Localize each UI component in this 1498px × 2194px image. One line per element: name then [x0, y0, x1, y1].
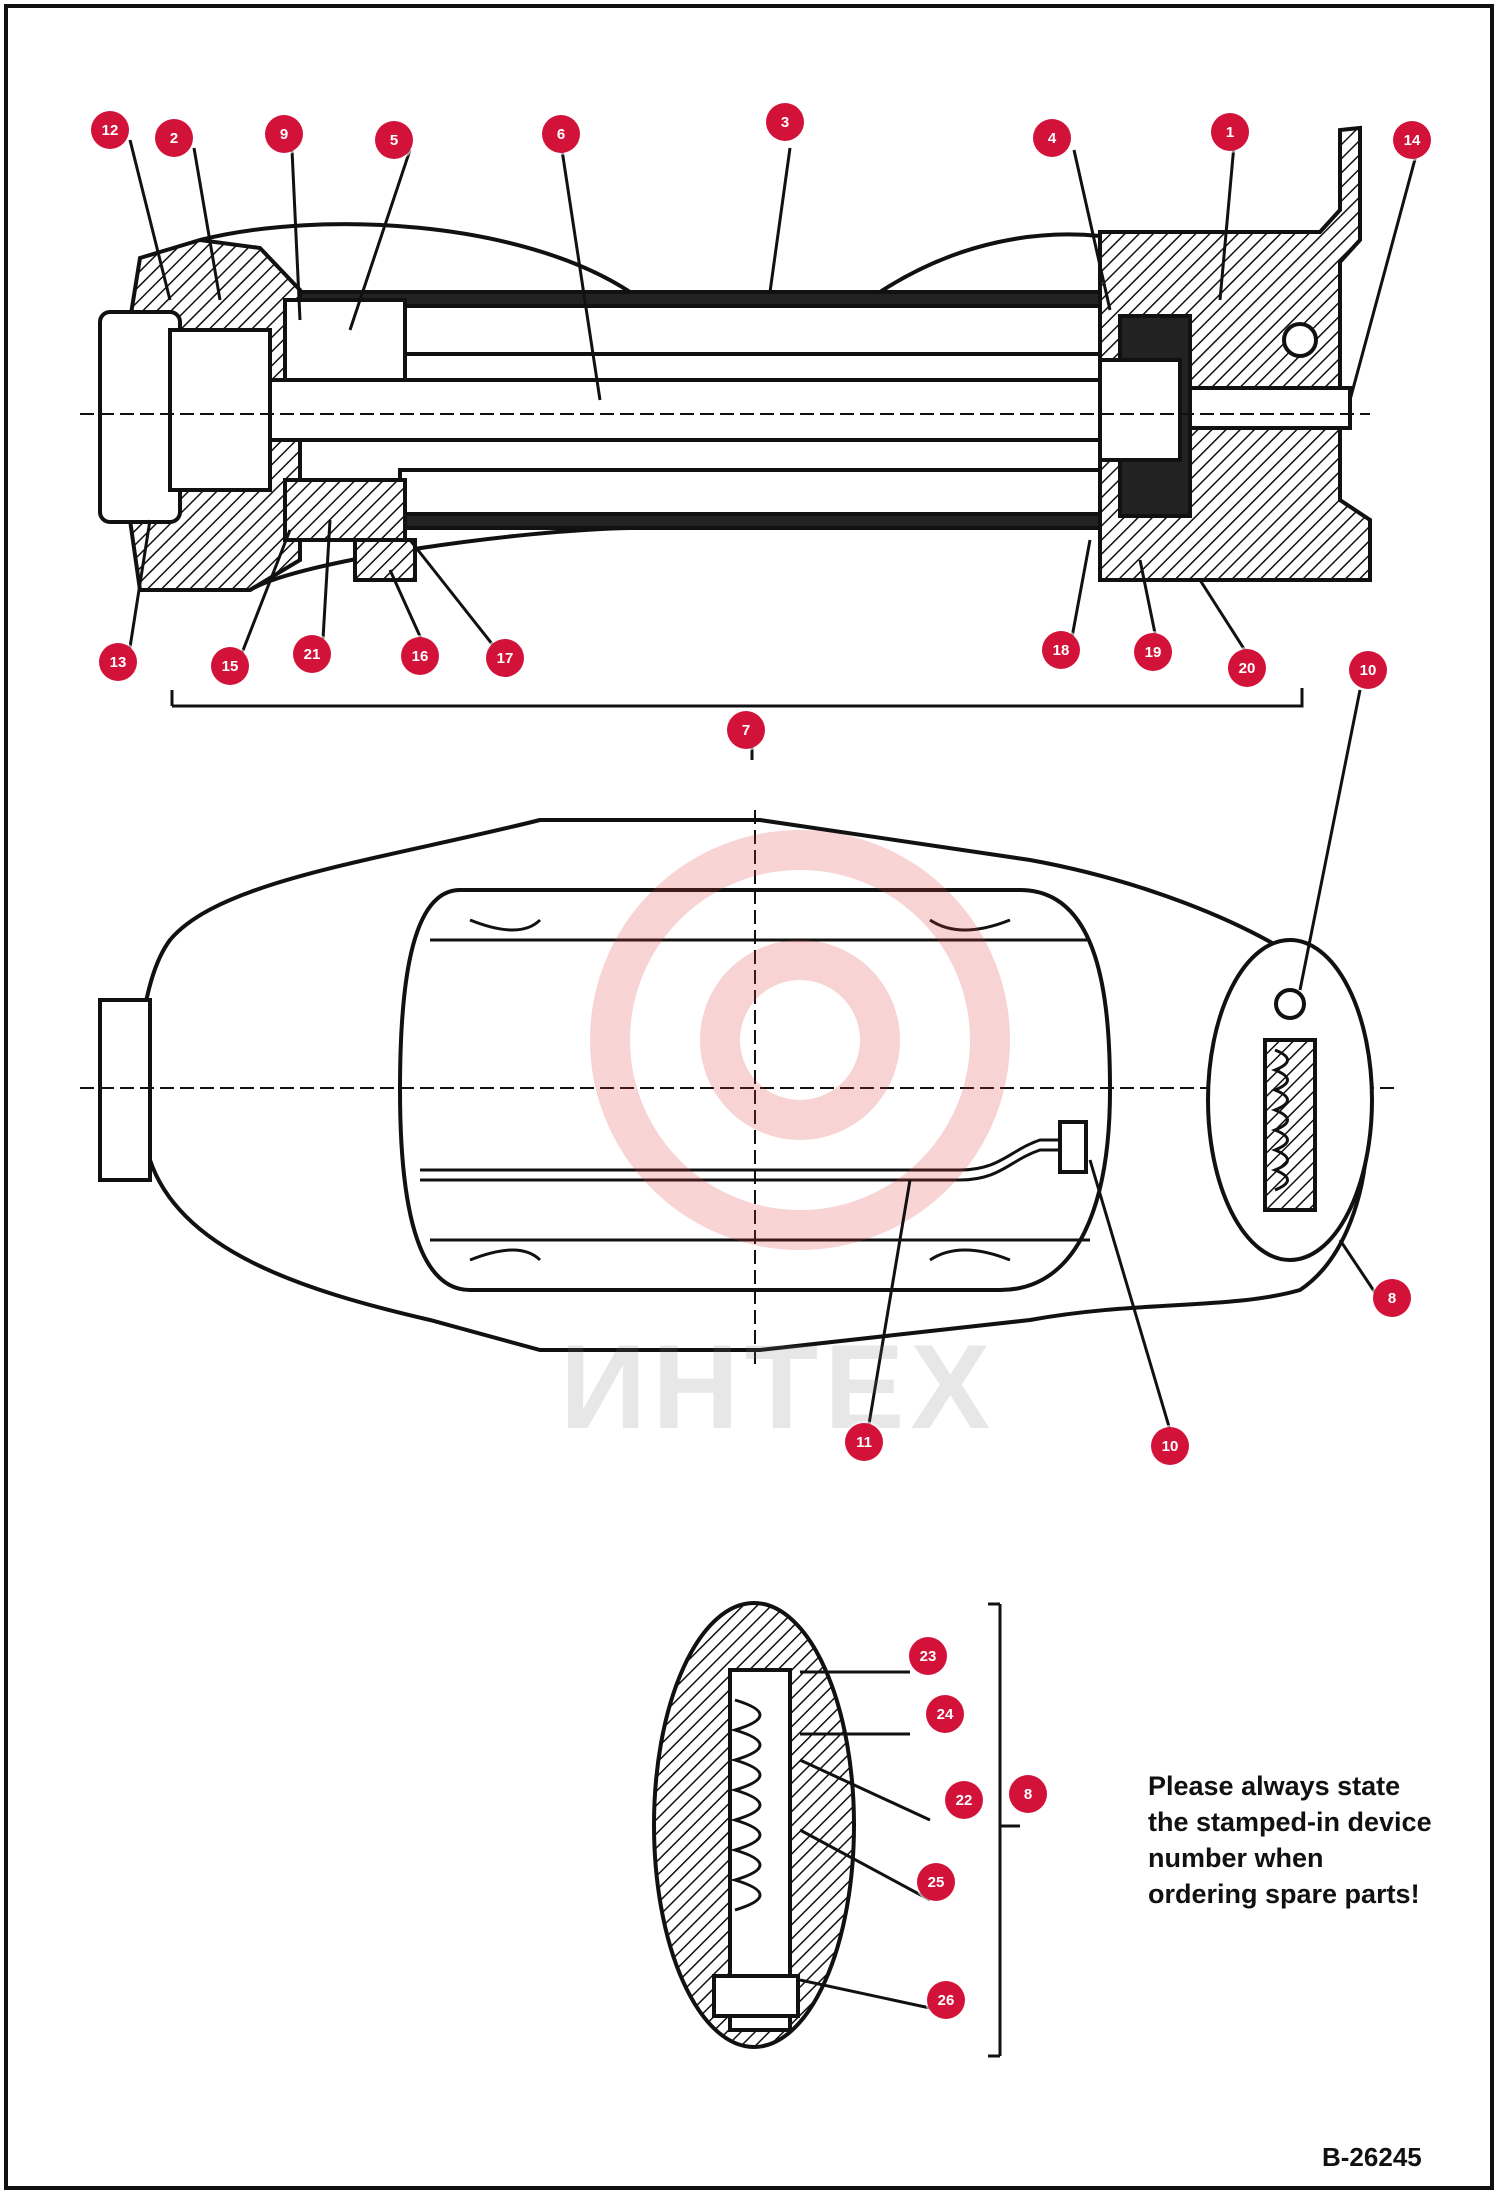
callout-21[interactable]: 21: [293, 635, 331, 673]
piston-rod: [268, 378, 1112, 442]
callout-24[interactable]: 24: [926, 1695, 964, 1733]
callout-26[interactable]: 26: [927, 1981, 965, 2019]
callout-5[interactable]: 5: [375, 121, 413, 159]
leader-lines-top: [126, 139, 1420, 661]
callout-15[interactable]: 15: [211, 647, 249, 685]
callout-16[interactable]: 16: [401, 637, 439, 675]
callout-9[interactable]: 9: [265, 115, 303, 153]
ordering-note: Please always state the stamped-in devic…: [1148, 1771, 1432, 1909]
callout-12[interactable]: 12: [91, 111, 129, 149]
callout-19[interactable]: 19: [1134, 633, 1172, 671]
callout-10-top[interactable]: 10: [1349, 651, 1387, 689]
callout-4[interactable]: 4: [1033, 119, 1071, 157]
callout-13[interactable]: 13: [99, 643, 137, 681]
watermark-logo: [590, 830, 1010, 1250]
leader-lines-detail: [799, 1670, 931, 2010]
watermark-text: ИНТЕХ: [560, 1320, 997, 1454]
inner-window: [397, 888, 1113, 1292]
callout-17[interactable]: 17: [486, 639, 524, 677]
callout-8-plan[interactable]: 8: [1373, 1279, 1411, 1317]
drawing-frame: [4, 4, 1494, 2190]
callout-14[interactable]: 14: [1393, 121, 1431, 159]
callout-20[interactable]: 20: [1228, 649, 1266, 687]
callout-10-bottom[interactable]: 10: [1151, 1427, 1189, 1465]
callout-2[interactable]: 2: [155, 119, 193, 157]
callout-6[interactable]: 6: [542, 115, 580, 153]
callout-3[interactable]: 3: [766, 103, 804, 141]
callout-8-detail[interactable]: 8: [1009, 1775, 1047, 1813]
callout-11[interactable]: 11: [845, 1423, 883, 1461]
plan-view-middle: [80, 810, 1400, 1370]
callout-18[interactable]: 18: [1042, 631, 1080, 669]
callout-1[interactable]: 1: [1211, 113, 1249, 151]
document-number: B-26245: [1322, 2142, 1422, 2172]
callout-22[interactable]: 22: [945, 1781, 983, 1819]
left-end-plug: [98, 998, 152, 1182]
callout-7[interactable]: 7: [727, 711, 765, 749]
section-view-top: [80, 125, 1372, 708]
callout-23[interactable]: 23: [909, 1637, 947, 1675]
callout-25[interactable]: 25: [917, 1863, 955, 1901]
detail-view-valve: [652, 1601, 1020, 2058]
oil-pipe: [420, 1138, 1070, 1172]
leader-lines-middle: [750, 689, 1382, 1431]
